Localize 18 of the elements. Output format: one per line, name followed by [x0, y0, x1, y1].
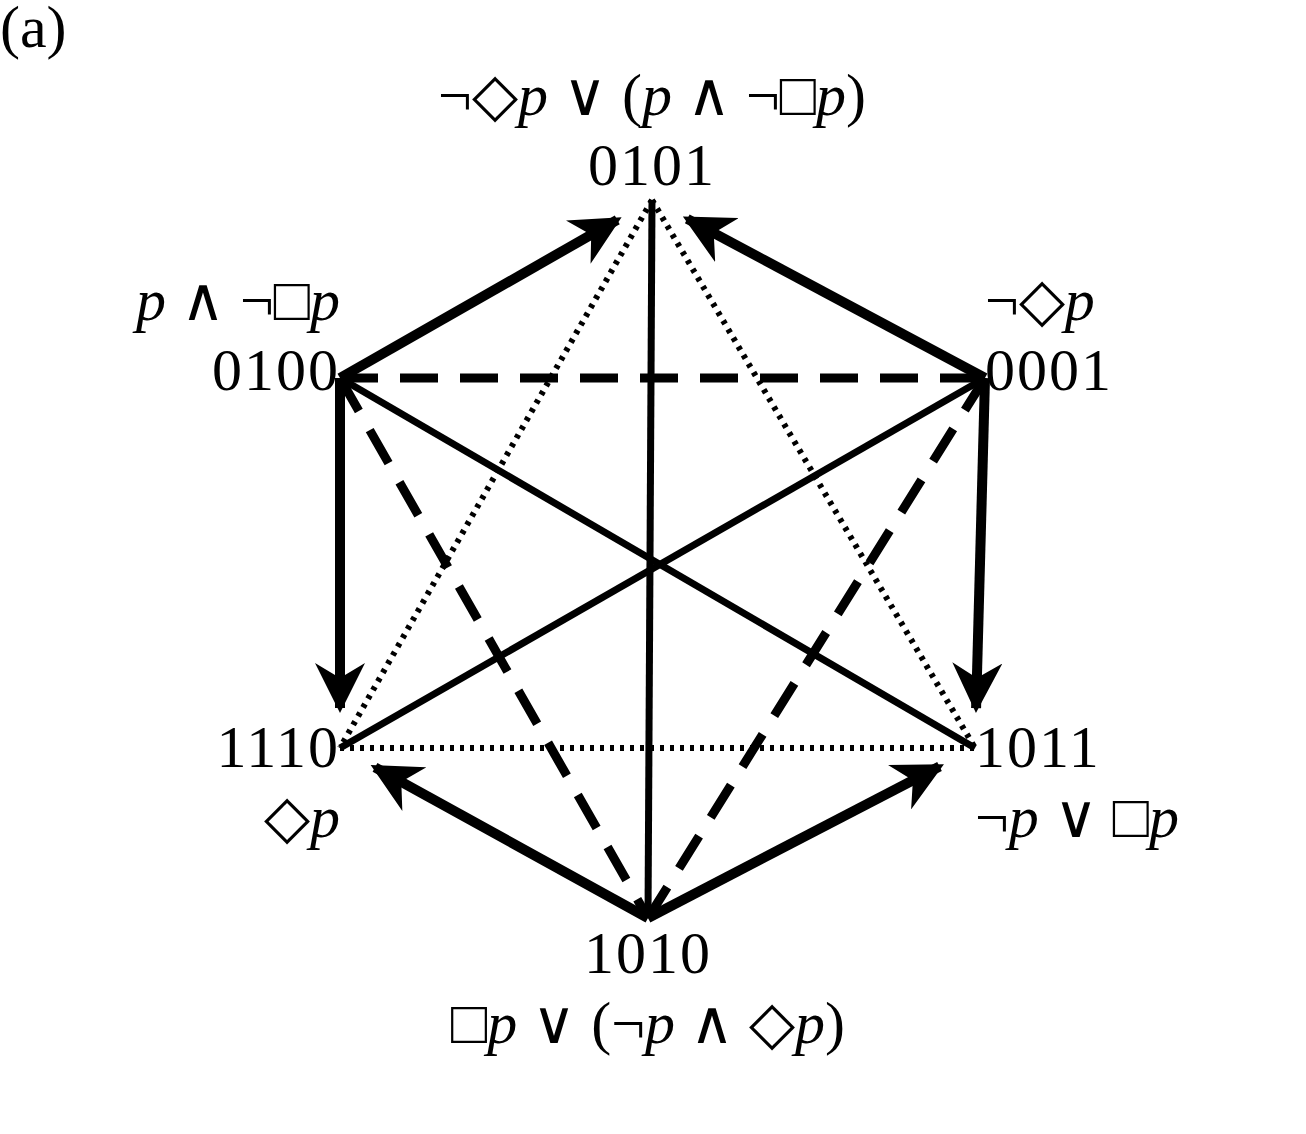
arrow [952, 377, 1003, 713]
arrow [645, 762, 944, 923]
connector-line [340, 745, 975, 751]
binary-code: 1010 [583, 919, 713, 988]
binary-code: 1011 [975, 713, 1102, 782]
formula-text: ◇p [263, 783, 340, 852]
panel-label: (a) [0, 0, 67, 62]
binary-code: 0101 [587, 131, 717, 200]
arrow [370, 762, 651, 923]
connector-line [337, 198, 655, 750]
binary-code: 1110 [216, 713, 340, 782]
binary-code: 0100 [211, 336, 340, 405]
formula-text: ¬p ∨ □p [975, 783, 1180, 852]
formula-text: ¬◇p ∨ (p ∧ ¬□p) [438, 61, 866, 130]
formula-text: ¬◇p [985, 266, 1096, 335]
binary-code: 0001 [985, 336, 1113, 405]
arrow [315, 378, 365, 713]
formula-text: □p ∨ (¬p ∧ ◇p) [450, 989, 846, 1058]
